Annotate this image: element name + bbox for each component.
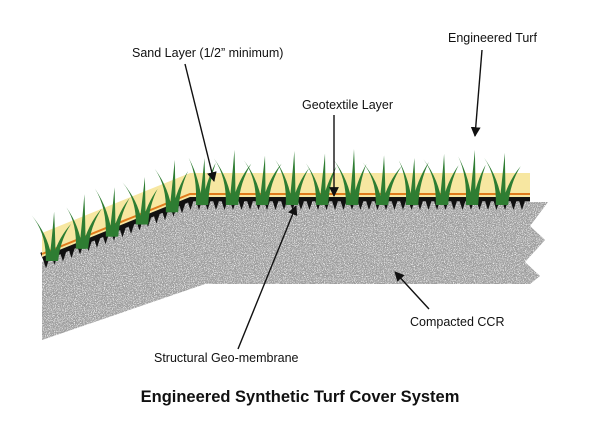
compacted-ccr-leader [394,271,430,310]
geomembrane-spike [458,199,467,210]
geomembrane-spike [424,199,433,210]
turf-blade [94,188,113,237]
geotextile-label: Geotextile Layer [302,98,393,112]
turf-blade [171,171,188,213]
geomembrane-spike [271,199,280,210]
turf-blade [154,168,173,213]
diagram-title: Engineered Synthetic Turf Cover System [141,388,460,406]
turf-blade [398,160,413,205]
turf-blade [499,152,506,205]
turf-blade [275,159,293,205]
engineered-turf-blades [31,149,521,261]
turf-blade [169,159,176,213]
engineered-turf-label: Engineered Turf [448,31,537,45]
turf-blade [362,162,383,205]
turf-blade [423,159,443,205]
geomembrane-leader [237,205,298,350]
geomembrane-spike [237,199,246,210]
turf-blade [458,156,473,205]
turf-blade [141,188,158,225]
turf-blade [381,166,402,205]
geomembrane-spike [399,199,407,210]
turf-blade [229,149,236,205]
geomembrane-spike [246,199,254,210]
turf-blade [139,177,146,225]
turf-blade [469,149,476,205]
geomembrane-spike [212,199,220,210]
geomembrane-spike [280,199,288,210]
turf-blade [471,164,486,205]
geomembrane-spike [390,199,399,210]
turf-blade [109,187,116,237]
turf-blade [49,211,56,261]
turf-blade [411,162,429,205]
turf-blade [261,163,282,205]
turf-blade [31,215,53,261]
turf-blade [231,163,252,205]
turf-blade [321,166,337,205]
turf-blade [213,158,233,205]
turf-blade [291,168,310,205]
geomembrane-spike [331,199,339,210]
turf-blade [305,163,323,205]
turf-blade [379,155,386,205]
compacted-ccr-label: Compacted CCR [410,315,504,329]
turf-blade [66,207,83,249]
turf-blade [439,153,446,205]
geomembrane-spike [356,199,365,210]
turf-blade [259,155,266,205]
geomembrane-spike [365,199,373,210]
turf-blade [188,157,203,205]
turf-blade [243,159,263,205]
geomembrane-spike [305,199,314,210]
compacted-ccr-layer [42,202,548,340]
engineered-turf-leader [470,49,483,137]
geomembrane-spike [297,199,305,210]
turf-blade [79,194,86,249]
turf-blade [349,149,356,205]
turf-blade [122,182,143,225]
turf-blade [501,166,521,205]
turf-blade [51,223,72,261]
sand-layer-label: Sand Layer (1/2” minimum) [132,46,283,60]
turf-blade [111,197,130,237]
turf-blade [441,165,459,205]
turf-blade [289,150,296,205]
sand-layer-leader [184,63,217,182]
turf-blade [409,157,416,205]
geomembrane-spike [339,199,348,210]
geomembrane-spike [509,199,518,210]
turf-blade [81,208,102,249]
turf-blade [333,159,353,205]
geomembrane-spike [484,199,492,210]
turf-blade [484,157,503,205]
turf-blade [319,153,326,205]
geomembrane-spike [518,199,526,210]
geomembrane-label: Structural Geo-membrane [154,351,299,365]
geomembrane-spike [450,199,458,210]
turf-blade [351,164,367,205]
turf-blade [199,158,206,205]
